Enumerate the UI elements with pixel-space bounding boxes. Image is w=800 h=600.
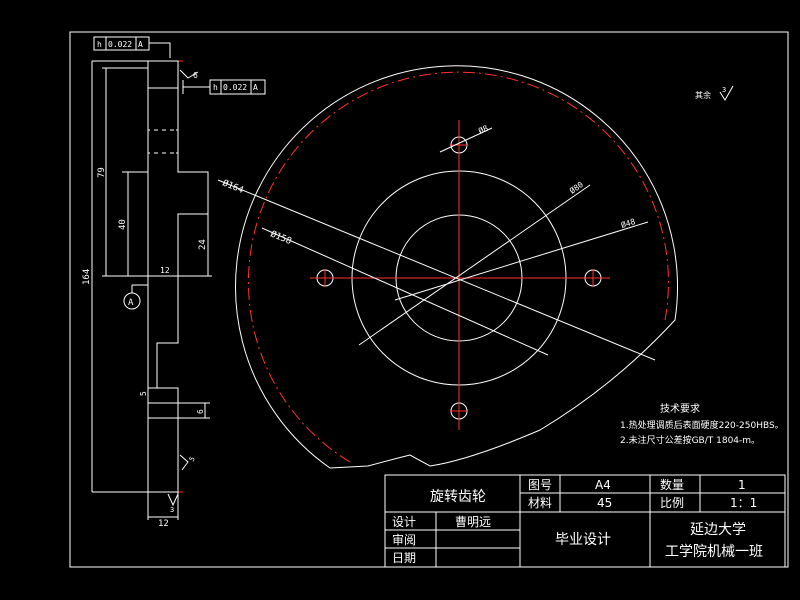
scale: 1：1 bbox=[730, 496, 757, 510]
tol-right-symbol: h bbox=[213, 83, 218, 92]
dim-24: 24 bbox=[178, 214, 212, 277]
svg-text:6: 6 bbox=[196, 409, 205, 414]
cam-outline bbox=[235, 65, 678, 469]
svg-text:3: 3 bbox=[722, 86, 726, 94]
roughness-top: 6 bbox=[179, 69, 199, 80]
review-label: 审阅 bbox=[392, 532, 416, 547]
title-block: 旋转齿轮 图号 A4 数量 1 材料 45 比例 1：1 设计 曹明远 审阅 日… bbox=[384, 474, 786, 568]
tol-top-value: 0.022 bbox=[108, 40, 132, 49]
school: 延边大学 bbox=[690, 522, 746, 538]
tolerance-frame-top: h 0.022 A bbox=[93, 36, 171, 58]
tech-req-line1: 1.热处理调质后表面硬度220-250HBS。 bbox=[620, 419, 784, 431]
datum-a: A bbox=[123, 284, 148, 310]
dim-dia-48: Ø48 bbox=[394, 216, 649, 301]
part-profile bbox=[147, 60, 209, 493]
svg-text:5: 5 bbox=[188, 455, 197, 463]
pitch-arc bbox=[247, 71, 669, 463]
svg-text:79: 79 bbox=[97, 167, 107, 178]
dim-dia-80: Ø80 bbox=[358, 179, 591, 346]
drawing-no: A4 bbox=[595, 478, 611, 492]
svg-text:Ø80: Ø80 bbox=[567, 179, 585, 196]
class-name: 工学院机械一班 bbox=[665, 544, 763, 560]
svg-text:其余: 其余 bbox=[695, 90, 711, 100]
svg-text:3: 3 bbox=[170, 506, 174, 514]
dim-5: 5 bbox=[139, 391, 148, 396]
tol-right-value: 0.022 bbox=[223, 83, 247, 92]
svg-text:Ø48: Ø48 bbox=[620, 216, 637, 230]
svg-text:5: 5 bbox=[139, 391, 148, 396]
material-label: 材料 bbox=[528, 496, 552, 510]
tech-req-title: 技术要求 bbox=[660, 402, 700, 415]
dim-164: 164 bbox=[82, 60, 148, 493]
dim-dia-158: Ø158 bbox=[261, 227, 549, 356]
scale-label: 比例 bbox=[660, 496, 684, 510]
front-view: Ø164 Ø158 Ø8 Ø80 Ø48 其余 3 bbox=[217, 65, 734, 469]
quantity: 1 bbox=[738, 478, 746, 492]
svg-text:A: A bbox=[128, 298, 134, 308]
dim-12: 12 bbox=[147, 492, 179, 529]
drawing-no-label: 图号 bbox=[528, 478, 552, 492]
svg-text:Ø8: Ø8 bbox=[477, 123, 490, 136]
tech-requirements: 技术要求 1.热处理调质后表面硬度220-250HBS。 2.未注尺寸公差按GB… bbox=[620, 402, 784, 446]
date-label: 日期 bbox=[392, 551, 416, 565]
side-view: h 0.022 A 6 bbox=[82, 36, 266, 529]
dim-40: 40 bbox=[118, 171, 148, 277]
svg-text:6: 6 bbox=[193, 71, 198, 80]
dim-dia-8: Ø8 bbox=[439, 123, 493, 153]
project: 毕业设计 bbox=[555, 532, 611, 548]
svg-text:Ø164: Ø164 bbox=[221, 178, 245, 196]
part-name: 旋转齿轮 bbox=[430, 489, 486, 505]
tolerance-frame-right: h 0.022 A bbox=[182, 79, 266, 95]
designer: 曹明远 bbox=[455, 515, 491, 529]
dim-6: 6 bbox=[178, 402, 210, 419]
tech-req-line2: 2.未注尺寸公差按GB/T 1804-m。 bbox=[620, 434, 760, 446]
tol-right-datum: A bbox=[253, 83, 258, 92]
design-label: 设计 bbox=[392, 515, 416, 529]
svg-text:164: 164 bbox=[82, 269, 92, 285]
svg-text:24: 24 bbox=[198, 239, 208, 250]
material: 45 bbox=[597, 496, 612, 510]
svg-text:Ø158: Ø158 bbox=[269, 229, 293, 247]
roughness-right: 5 bbox=[179, 454, 197, 471]
svg-text:12: 12 bbox=[158, 519, 169, 529]
svg-text:40: 40 bbox=[118, 219, 128, 230]
tol-top-symbol: h bbox=[97, 40, 102, 49]
small-12-mark: 12 bbox=[160, 266, 170, 275]
quantity-label: 数量 bbox=[660, 477, 684, 492]
surface-note: 其余 3 bbox=[695, 85, 734, 101]
roughness-bottom: 3 bbox=[167, 493, 179, 514]
dim-dia-164: Ø164 bbox=[217, 178, 656, 361]
tol-top-datum: A bbox=[138, 40, 143, 49]
